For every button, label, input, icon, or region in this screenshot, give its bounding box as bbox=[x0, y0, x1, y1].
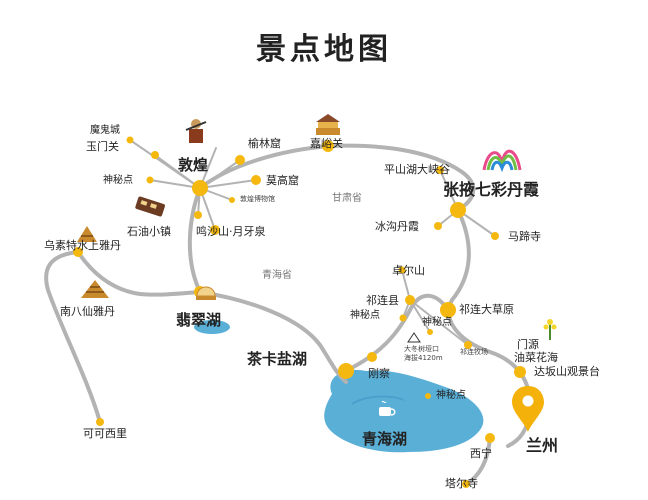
route-xining bbox=[464, 436, 492, 486]
coffee-cup-icon bbox=[379, 400, 396, 416]
yardang-icon bbox=[81, 280, 109, 298]
dot-qilian-ranch[interactable] bbox=[464, 341, 472, 349]
pagoda-icon bbox=[77, 226, 97, 242]
label-qilian-ranch: 祁连牧场 bbox=[460, 348, 488, 356]
route-dunhuang-qinghaihu bbox=[187, 186, 348, 384]
route-dunhuang-zhangye bbox=[198, 143, 476, 212]
dot-zhangye[interactable] bbox=[450, 202, 466, 218]
route-gangcha-qilian bbox=[344, 293, 450, 373]
label-mogao: 莫高窟 bbox=[266, 174, 299, 187]
dot-zhuoer[interactable] bbox=[398, 266, 406, 274]
dot-taer[interactable] bbox=[462, 480, 470, 488]
label-museum: 敦煌博物馆 bbox=[240, 195, 275, 203]
label-youcai: 油菜花海 bbox=[514, 351, 558, 364]
qinghai-lake bbox=[324, 369, 484, 453]
dot-shenmi4[interactable] bbox=[425, 393, 431, 399]
label-xining: 西宁 bbox=[470, 447, 492, 460]
label-binggou: 冰沟丹霞 bbox=[375, 220, 419, 233]
label-taer: 塔尔寺 bbox=[445, 477, 478, 490]
label-mogui: 魔鬼城 bbox=[90, 125, 120, 136]
dot-mati[interactable] bbox=[491, 232, 499, 240]
label-yulin: 榆林窟 bbox=[248, 137, 281, 150]
label-nanbaxian: 南八仙雅丹 bbox=[60, 305, 115, 318]
map-pin-icon[interactable] bbox=[512, 386, 544, 432]
label-pingshan: 平山湖大峡谷 bbox=[384, 163, 450, 176]
label-wusu: 乌素特水上雅丹 bbox=[44, 239, 121, 252]
label-feicui: 翡翠湖 bbox=[176, 311, 222, 329]
dot-shenmi1[interactable] bbox=[146, 176, 154, 184]
label-shiyou: 石油小镇 bbox=[127, 225, 171, 238]
dot-pingshan[interactable] bbox=[436, 166, 444, 174]
label-qinghaihu: 青海湖 bbox=[362, 430, 408, 448]
label-qinghai-province: 青海省 bbox=[262, 270, 292, 281]
dot-qilian-county[interactable] bbox=[405, 295, 415, 305]
label-qilian-grass: 祁连大草原 bbox=[459, 303, 514, 316]
label-qilian-county: 祁连县 bbox=[366, 294, 399, 307]
dot-qilian-grass[interactable] bbox=[440, 302, 456, 318]
dot-museum[interactable] bbox=[229, 197, 235, 203]
train-icon bbox=[135, 196, 165, 217]
mountain-icon bbox=[407, 332, 421, 343]
label-dunhuang: 敦煌 bbox=[178, 156, 209, 174]
feicui-lake bbox=[194, 320, 230, 334]
dot-shenmi2[interactable] bbox=[399, 314, 407, 322]
dot-jiayu[interactable] bbox=[322, 140, 334, 152]
dot-binggou[interactable] bbox=[434, 222, 442, 230]
dot-shenmi3[interactable] bbox=[427, 329, 433, 335]
dot-dunhuang[interactable] bbox=[192, 180, 208, 196]
dot-mingsha[interactable] bbox=[210, 225, 220, 235]
dot-shiyou[interactable] bbox=[194, 211, 202, 219]
dot-daban[interactable] bbox=[514, 366, 526, 378]
dot-xining[interactable] bbox=[485, 433, 495, 443]
warrior-figure-icon bbox=[185, 119, 207, 143]
label-shenmi4: 神秘点 bbox=[436, 390, 466, 401]
dot-gangcha[interactable] bbox=[367, 352, 377, 362]
dot-mogao[interactable] bbox=[251, 175, 261, 185]
dot-chaka[interactable] bbox=[338, 363, 354, 379]
label-mingsha: 鸣沙山·月牙泉 bbox=[196, 225, 266, 238]
route-wusu-feicui bbox=[76, 250, 202, 297]
label-gangcha: 刚察 bbox=[368, 367, 390, 380]
page-title: 景点地图 bbox=[256, 32, 392, 67]
label-lanzhou: 兰州 bbox=[526, 436, 559, 455]
label-shenmi1: 神秘点 bbox=[103, 175, 133, 186]
label-mati: 马蹄寺 bbox=[508, 230, 541, 243]
route-kekexili bbox=[44, 250, 102, 424]
label-dadongshu: 大冬树垭口 bbox=[404, 345, 439, 353]
label-altitude: 海拔4120m bbox=[404, 354, 443, 362]
label-chaka: 茶卡盐湖 bbox=[247, 350, 308, 368]
dot-wusu[interactable] bbox=[73, 247, 83, 257]
label-daban: 达坂山观景台 bbox=[534, 365, 600, 378]
gate-tower-icon bbox=[316, 114, 340, 135]
dot-mogui[interactable] bbox=[126, 136, 134, 144]
label-zhuoer: 卓尔山 bbox=[392, 264, 425, 277]
dot-yulin[interactable] bbox=[235, 155, 245, 165]
label-jiayu: 嘉峪关 bbox=[310, 137, 343, 150]
label-gansu: 甘肃省 bbox=[332, 193, 362, 204]
dot-kekexili[interactable] bbox=[96, 418, 104, 426]
rainbow-mountain-icon bbox=[482, 149, 522, 173]
label-zhangye: 张掖七彩丹霞 bbox=[443, 180, 540, 199]
yurt-icon bbox=[196, 286, 216, 300]
label-menyuan: 门源 bbox=[517, 338, 539, 351]
dot-yumen[interactable] bbox=[151, 151, 159, 159]
label-yumen: 玉门关 bbox=[86, 140, 119, 153]
label-shenmi2: 神秘点 bbox=[350, 310, 380, 321]
canola-flower-icon bbox=[543, 319, 557, 340]
label-kekexili: 可可西里 bbox=[83, 427, 127, 440]
label-shenmi3: 神秘点 bbox=[422, 317, 452, 328]
